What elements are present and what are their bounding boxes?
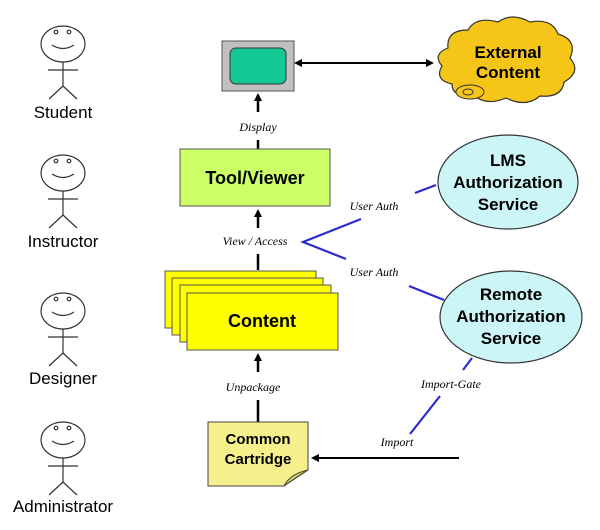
auth-connectors: [300, 183, 473, 435]
actor-student: Student: [34, 25, 93, 122]
actor-label: Designer: [29, 369, 97, 388]
tool-viewer-label: Tool/Viewer: [205, 168, 304, 188]
edge-label-display: Display: [238, 120, 277, 134]
display-monitor: [221, 40, 295, 92]
edge-label-import: Import: [380, 435, 414, 449]
external-content-line1: External: [474, 43, 541, 62]
edge-label-view-access: View / Access: [223, 234, 288, 248]
stick-figure-icon: [40, 25, 86, 100]
content-label: Content: [228, 311, 296, 331]
lms-auth-line1: LMS: [490, 151, 526, 170]
lms-authorization-service-node: LMS Authorization Service: [437, 134, 579, 230]
edge-label-unpackage: Unpackage: [226, 380, 281, 394]
monitor-icon: [221, 40, 295, 92]
cartridge-line1: Common: [226, 431, 291, 448]
remote-auth-line3: Service: [481, 329, 542, 348]
edge-label-user-auth-lms: User Auth: [350, 199, 399, 213]
actor-administrator: Administrator: [13, 421, 113, 516]
external-content-line2: Content: [476, 63, 541, 82]
actor-designer: Designer: [29, 292, 97, 388]
tool-viewer-node: Tool/Viewer: [179, 148, 331, 207]
external-content-cloud: External Content: [437, 16, 576, 104]
stick-figure-icon: [40, 421, 86, 496]
content-node: [164, 270, 339, 351]
lms-auth-line3: Service: [478, 195, 539, 214]
edge-label-user-auth-remote: User Auth: [350, 265, 399, 279]
common-cartridge-node: Common Cartridge: [207, 421, 309, 487]
edge-label-import-gate: Import-Gate: [420, 377, 482, 391]
remote-auth-line2: Authorization: [456, 307, 566, 326]
lms-auth-line2: Authorization: [453, 173, 563, 192]
actor-label: Instructor: [28, 232, 99, 251]
cartridge-line2: Cartridge: [225, 451, 292, 468]
actor-label: Administrator: [13, 497, 113, 516]
remote-authorization-service-node: Remote Authorization Service: [439, 270, 583, 364]
actor-instructor: Instructor: [28, 154, 99, 251]
stick-figure-icon: [40, 154, 86, 229]
remote-auth-line1: Remote: [480, 285, 542, 304]
stick-figure-icon: [40, 292, 86, 367]
actor-label: Student: [34, 103, 93, 122]
